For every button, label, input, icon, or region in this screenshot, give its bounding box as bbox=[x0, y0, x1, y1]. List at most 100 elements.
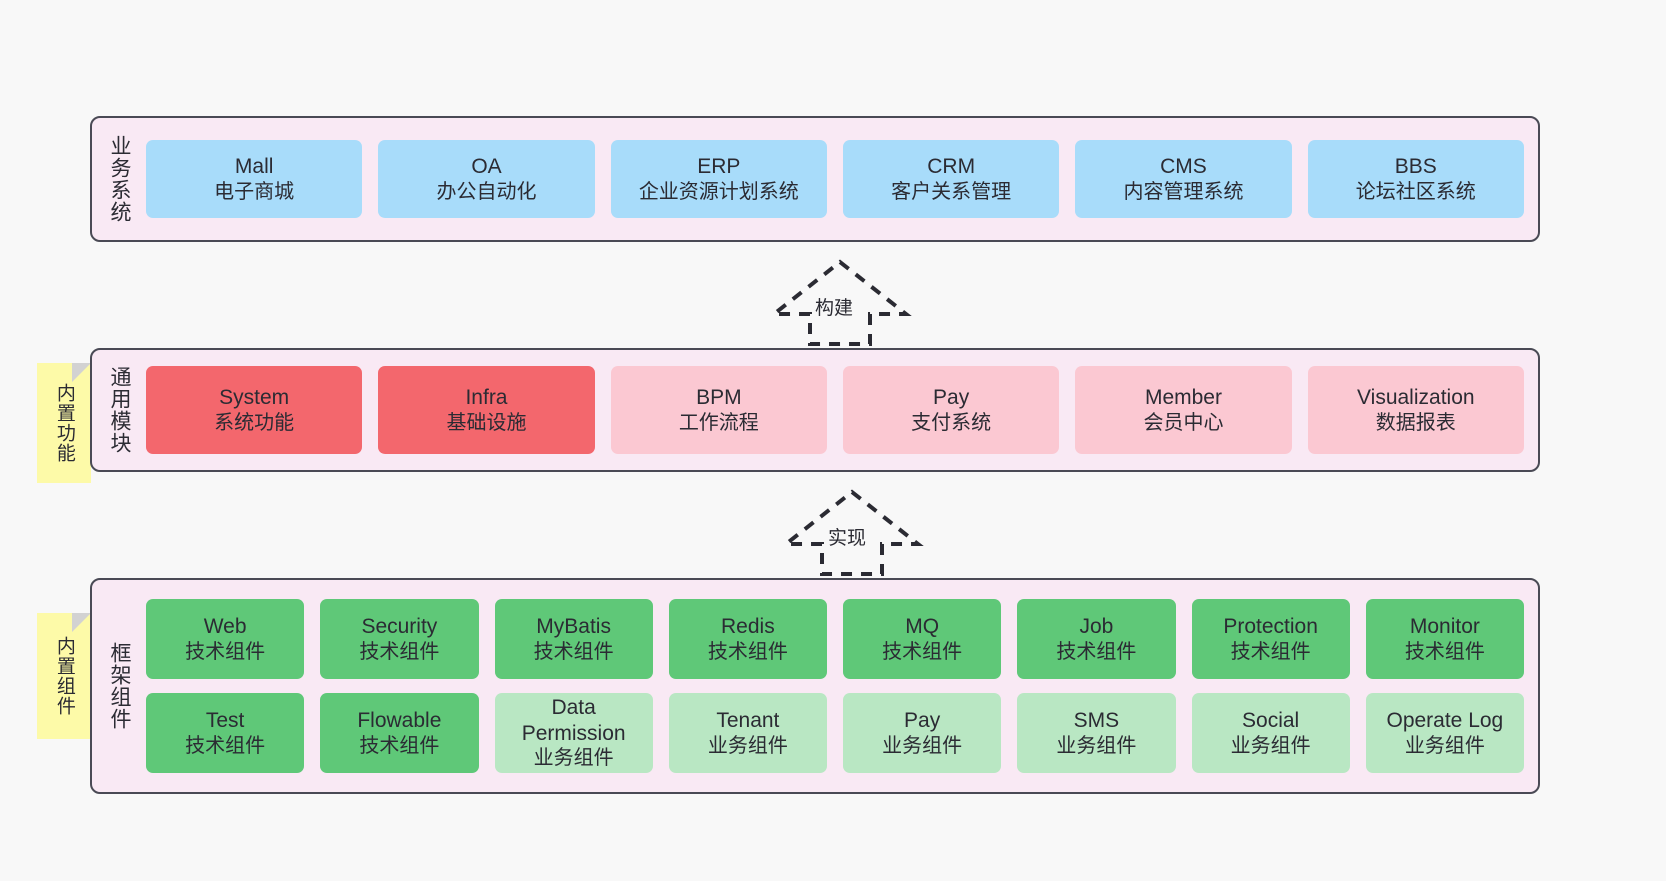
module-name-en: Visualization bbox=[1357, 386, 1475, 409]
module-card-web[interactable]: Web 技术组件 bbox=[146, 599, 305, 679]
module-card-mq[interactable]: MQ 技术组件 bbox=[843, 599, 1002, 679]
module-name-cn: 技术组件 bbox=[1056, 640, 1137, 663]
module-card-flowable[interactable]: Flowable 技术组件 bbox=[320, 693, 479, 773]
module-name-en: Infra bbox=[465, 386, 508, 409]
module-name-en: Monitor bbox=[1409, 615, 1480, 638]
module-name-cn: 业务组件 bbox=[707, 734, 788, 757]
module-card-redis[interactable]: Redis 技术组件 bbox=[668, 599, 827, 679]
module-name-en: Pay bbox=[933, 386, 970, 409]
module-row: Web 技术组件 Security 技术组件 MyBatis 技术组件 Redi… bbox=[146, 599, 1524, 679]
module-name-cn: 办公自动化 bbox=[436, 180, 537, 203]
module-name-cn: 技术组件 bbox=[882, 640, 963, 663]
layer-business-systems: 业务系统 Mall 电子商城 OA 办公自动化 ERP 企业资源计划系统 CRM… bbox=[90, 116, 1540, 242]
module-name-cn: 技术组件 bbox=[707, 640, 788, 663]
module-name-en: CRM bbox=[927, 155, 976, 178]
layer-label-common: 通用模块 bbox=[107, 366, 131, 454]
module-name-cn: 论坛社区系统 bbox=[1355, 180, 1476, 203]
module-name-cn: 工作流程 bbox=[678, 411, 759, 434]
connector-implement-label: 实现 bbox=[828, 528, 867, 549]
module-row: System 系统功能 Infra 基础设施 BPM 工作流程 Pay 支付系统… bbox=[146, 366, 1524, 454]
module-card-mall[interactable]: Mall 电子商城 bbox=[146, 140, 363, 218]
module-card-data-permission[interactable]: Data Permission 业务组件 bbox=[494, 693, 653, 773]
module-name-en: Operate Log bbox=[1386, 709, 1504, 732]
module-card-infra[interactable]: Infra 基础设施 bbox=[378, 366, 595, 454]
module-name-en: MQ bbox=[905, 615, 940, 638]
module-name-cn: 基础设施 bbox=[446, 411, 527, 434]
module-row: Test 技术组件 Flowable 技术组件 Data Permission … bbox=[146, 693, 1524, 773]
module-card-bpm[interactable]: BPM 工作流程 bbox=[610, 366, 827, 454]
connector-build-label: 构建 bbox=[815, 298, 854, 319]
module-name-en: OA bbox=[471, 155, 502, 178]
module-name-en: Security bbox=[361, 615, 438, 638]
module-name-cn: 内容管理系统 bbox=[1123, 180, 1244, 203]
module-name-en: Member bbox=[1144, 386, 1222, 409]
module-card-security[interactable]: Security 技术组件 bbox=[320, 599, 479, 679]
module-name-en: Test bbox=[205, 709, 245, 732]
module-name-cn: 系统功能 bbox=[214, 411, 295, 434]
module-name-en: System bbox=[219, 386, 290, 409]
module-name-en: Data Permission bbox=[521, 696, 626, 745]
module-card-bbs[interactable]: BBS 论坛社区系统 bbox=[1307, 140, 1524, 218]
module-card-protection[interactable]: Protection 技术组件 bbox=[1191, 599, 1350, 679]
sticky-note-label: 内置组件 bbox=[53, 636, 75, 716]
sticky-note-builtin-components: 内置组件 bbox=[37, 613, 91, 739]
module-name-cn: 业务组件 bbox=[1056, 734, 1137, 757]
module-name-en: Web bbox=[203, 615, 247, 638]
module-name-en: SMS bbox=[1073, 709, 1120, 732]
module-name-en: Redis bbox=[721, 615, 775, 638]
module-name-en: ERP bbox=[697, 155, 741, 178]
module-card-erp[interactable]: ERP 企业资源计划系统 bbox=[610, 140, 827, 218]
module-name-en: Flowable bbox=[357, 709, 442, 732]
module-card-test[interactable]: Test 技术组件 bbox=[146, 693, 305, 773]
layer-body-framework: Web 技术组件 Security 技术组件 MyBatis 技术组件 Redi… bbox=[146, 580, 1538, 792]
module-name-cn: 会员中心 bbox=[1143, 411, 1224, 434]
module-card-oa[interactable]: OA 办公自动化 bbox=[378, 140, 595, 218]
module-name-cn: 企业资源计划系统 bbox=[638, 180, 799, 203]
module-name-en: Pay bbox=[904, 709, 941, 732]
module-name-cn: 技术组件 bbox=[359, 640, 440, 663]
module-name-cn: 业务组件 bbox=[1404, 734, 1485, 757]
module-name-cn: 技术组件 bbox=[359, 734, 440, 757]
module-name-cn: 技术组件 bbox=[1230, 640, 1311, 663]
module-card-member[interactable]: Member 会员中心 bbox=[1075, 366, 1292, 454]
module-name-cn: 技术组件 bbox=[1404, 640, 1485, 663]
sticky-fold-corner bbox=[72, 613, 91, 632]
module-card-pay[interactable]: Pay 支付系统 bbox=[842, 366, 1060, 454]
module-card-operate-log[interactable]: Operate Log 业务组件 bbox=[1365, 693, 1524, 773]
module-name-en: Job bbox=[1079, 615, 1114, 638]
module-card-social[interactable]: Social 业务组件 bbox=[1191, 693, 1350, 773]
module-name-en: MyBatis bbox=[536, 615, 611, 638]
sticky-note-label: 内置功能 bbox=[53, 383, 75, 463]
module-name-cn: 数据报表 bbox=[1375, 411, 1456, 434]
module-card-visualization[interactable]: Visualization 数据报表 bbox=[1307, 366, 1524, 454]
module-name-cn: 业务组件 bbox=[533, 747, 614, 770]
module-name-en: CMS bbox=[1160, 155, 1207, 178]
module-card-sms[interactable]: SMS 业务组件 bbox=[1017, 693, 1176, 773]
module-card-cms[interactable]: CMS 内容管理系统 bbox=[1075, 140, 1292, 218]
module-name-cn: 技术组件 bbox=[533, 640, 614, 663]
module-name-cn: 业务组件 bbox=[882, 734, 963, 757]
module-name-cn: 技术组件 bbox=[185, 734, 266, 757]
module-name-en: BPM bbox=[696, 386, 742, 409]
layer-body-common: System 系统功能 Infra 基础设施 BPM 工作流程 Pay 支付系统… bbox=[146, 350, 1538, 470]
module-name-cn: 客户关系管理 bbox=[891, 180, 1012, 203]
module-name-cn: 业务组件 bbox=[1230, 734, 1311, 757]
module-name-cn: 电子商城 bbox=[214, 180, 295, 203]
layer-label-framework: 框架组件 bbox=[107, 642, 131, 730]
module-card-system[interactable]: System 系统功能 bbox=[146, 366, 363, 454]
module-card-monitor[interactable]: Monitor 技术组件 bbox=[1365, 599, 1524, 679]
layer-body-business: Mall 电子商城 OA 办公自动化 ERP 企业资源计划系统 CRM 客户关系… bbox=[146, 118, 1538, 240]
module-name-cn: 支付系统 bbox=[911, 411, 992, 434]
module-name-en: BBS bbox=[1394, 155, 1437, 178]
module-name-cn: 技术组件 bbox=[185, 640, 266, 663]
module-card-tenant[interactable]: Tenant 业务组件 bbox=[668, 693, 827, 773]
module-card-pay-business[interactable]: Pay 业务组件 bbox=[843, 693, 1002, 773]
module-name-en: Social bbox=[1242, 709, 1300, 732]
module-card-crm[interactable]: CRM 客户关系管理 bbox=[842, 140, 1060, 218]
module-card-mybatis[interactable]: MyBatis 技术组件 bbox=[494, 599, 653, 679]
module-row: Mall 电子商城 OA 办公自动化 ERP 企业资源计划系统 CRM 客户关系… bbox=[146, 140, 1524, 218]
module-name-en: Protection bbox=[1223, 615, 1318, 638]
sticky-fold-corner bbox=[72, 363, 91, 382]
module-card-job[interactable]: Job 技术组件 bbox=[1017, 599, 1176, 679]
